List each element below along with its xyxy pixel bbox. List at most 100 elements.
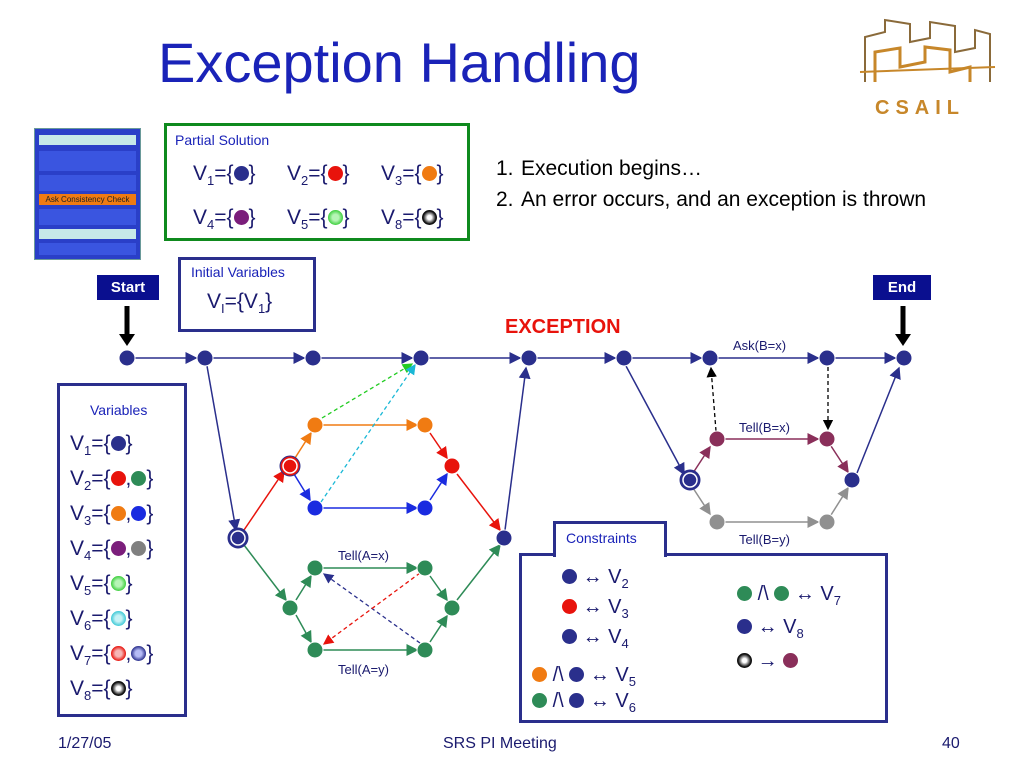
- dot-icon: [131, 506, 147, 521]
- step-1: 1.Execution begins…: [496, 157, 702, 180]
- variables-box: Variables V1={} V2={,} V3={,} V4={,} V5=…: [57, 383, 187, 717]
- ps-v4: V4={}: [193, 206, 256, 233]
- left-dashed-edges: [320, 363, 421, 645]
- node: [416, 559, 434, 577]
- start-arrow: [119, 306, 135, 346]
- dot-icon: [110, 471, 126, 486]
- dot-icon: [131, 541, 147, 556]
- dot-icon: [110, 541, 126, 556]
- node: [306, 499, 324, 517]
- node: [306, 559, 324, 577]
- var-row-7: V7={,}: [70, 642, 154, 669]
- node-inner: [682, 472, 698, 488]
- edge-label-tell-ax: Tell(A=x): [338, 548, 389, 563]
- dot-icon: [110, 576, 126, 591]
- var-row-1: V1={}: [70, 432, 133, 459]
- node: [196, 349, 214, 367]
- constraint-v8: ↔ V8: [737, 616, 804, 641]
- footer-date: 1/27/05: [58, 735, 112, 752]
- var-row-4: V4={,}: [70, 537, 154, 564]
- node: [304, 349, 322, 367]
- ps-v1: V1={}: [193, 162, 256, 189]
- page-title: Exception Handling: [158, 31, 641, 94]
- partial-solution-box: Partial Solution V1={} V2={} V3={} V4={}…: [164, 123, 470, 241]
- csail-logo: CSAIL: [855, 12, 1005, 122]
- edge-label-ask-bx: Ask(B=x): [733, 338, 787, 353]
- constraint-v4: ↔ V4: [562, 626, 629, 651]
- edge-label-tell-bx: Tell(B=x): [739, 420, 790, 435]
- end-label: End: [873, 275, 931, 300]
- var-row-5: V5={}: [70, 572, 133, 599]
- svg-text:CSAIL: CSAIL: [875, 97, 965, 119]
- left-subgraph-edges: [243, 419, 501, 656]
- step-2: 2.An error occurs, and an exception is t…: [496, 188, 927, 211]
- edge-label-tell-by: Tell(B=y): [739, 532, 790, 547]
- constraint-v3: ↔ V3: [562, 596, 629, 621]
- node-inner: [282, 458, 298, 474]
- thumb-label: Ask Consistency Check: [39, 194, 136, 205]
- initial-variables-expr: VI={V1}: [207, 290, 273, 317]
- initial-variables-title: Initial Variables: [191, 264, 285, 280]
- var-row-8: V8={}: [70, 677, 133, 704]
- node: [118, 349, 136, 367]
- dot-icon: [421, 210, 437, 225]
- right-subgraph-edges: [692, 433, 849, 528]
- initial-variables-box: Initial Variables VI={V1}: [178, 257, 316, 332]
- footer-center: SRS PI Meeting: [443, 735, 557, 752]
- steps-list: 1.Execution begins… 2.An error occurs, a…: [496, 153, 926, 215]
- nodes: [118, 349, 913, 659]
- constraint-implies: →: [737, 650, 799, 673]
- dot-icon: [233, 166, 249, 181]
- dot-icon: [110, 681, 126, 696]
- ps-v5: V5={}: [287, 206, 350, 233]
- constraints-title: Constraints: [566, 530, 637, 546]
- dot-icon: [233, 210, 249, 225]
- node: [520, 349, 538, 367]
- constraints-box: ↔ V2 ↔ V3 ↔ V4 /\ ↔ V5 /\ ↔ V6 /\ ↔ V7 ↔…: [519, 553, 888, 723]
- start-label: Start: [97, 275, 159, 300]
- node: [495, 529, 513, 547]
- constraint-v5: /\ ↔ V5: [532, 664, 636, 689]
- variables-title: Variables: [90, 402, 148, 418]
- node: [708, 430, 726, 448]
- partial-solution-title: Partial Solution: [175, 132, 270, 148]
- constraint-v2: ↔ V2: [562, 566, 629, 591]
- dot-icon: [110, 646, 126, 661]
- main-line-edges: [134, 352, 901, 532]
- node: [416, 641, 434, 659]
- node-inner: [230, 530, 246, 546]
- dot-icon: [327, 166, 343, 181]
- node: [443, 457, 461, 475]
- node: [412, 349, 430, 367]
- ps-v8: V8={}: [381, 206, 444, 233]
- constraints-tab: Constraints: [553, 521, 667, 557]
- ps-v2: V2={}: [287, 162, 350, 189]
- dot-icon: [110, 436, 126, 451]
- node: [701, 349, 719, 367]
- node: [818, 430, 836, 448]
- dot-icon: [110, 506, 126, 521]
- node: [818, 513, 836, 531]
- var-row-3: V3={,}: [70, 502, 154, 529]
- process-thumbnail: Ask Consistency Check: [34, 128, 141, 260]
- node: [281, 599, 299, 617]
- node: [708, 513, 726, 531]
- node: [843, 471, 861, 489]
- ps-v3: V3={}: [381, 162, 444, 189]
- footer-page: 40: [942, 735, 960, 752]
- csail-logo-graphic: CSAIL: [859, 18, 996, 119]
- var-row-6: V6={}: [70, 607, 133, 634]
- node: [895, 349, 913, 367]
- dot-icon: [131, 646, 147, 661]
- dot-icon: [131, 471, 147, 486]
- node: [818, 349, 836, 367]
- dot-icon: [327, 210, 343, 225]
- node: [306, 641, 324, 659]
- right-dashed-edges: [706, 366, 834, 432]
- end-arrow: [895, 306, 911, 346]
- exception-label: EXCEPTION: [505, 316, 621, 338]
- node: [416, 416, 434, 434]
- constraint-v6: /\ ↔ V6: [532, 690, 636, 715]
- node: [416, 499, 434, 517]
